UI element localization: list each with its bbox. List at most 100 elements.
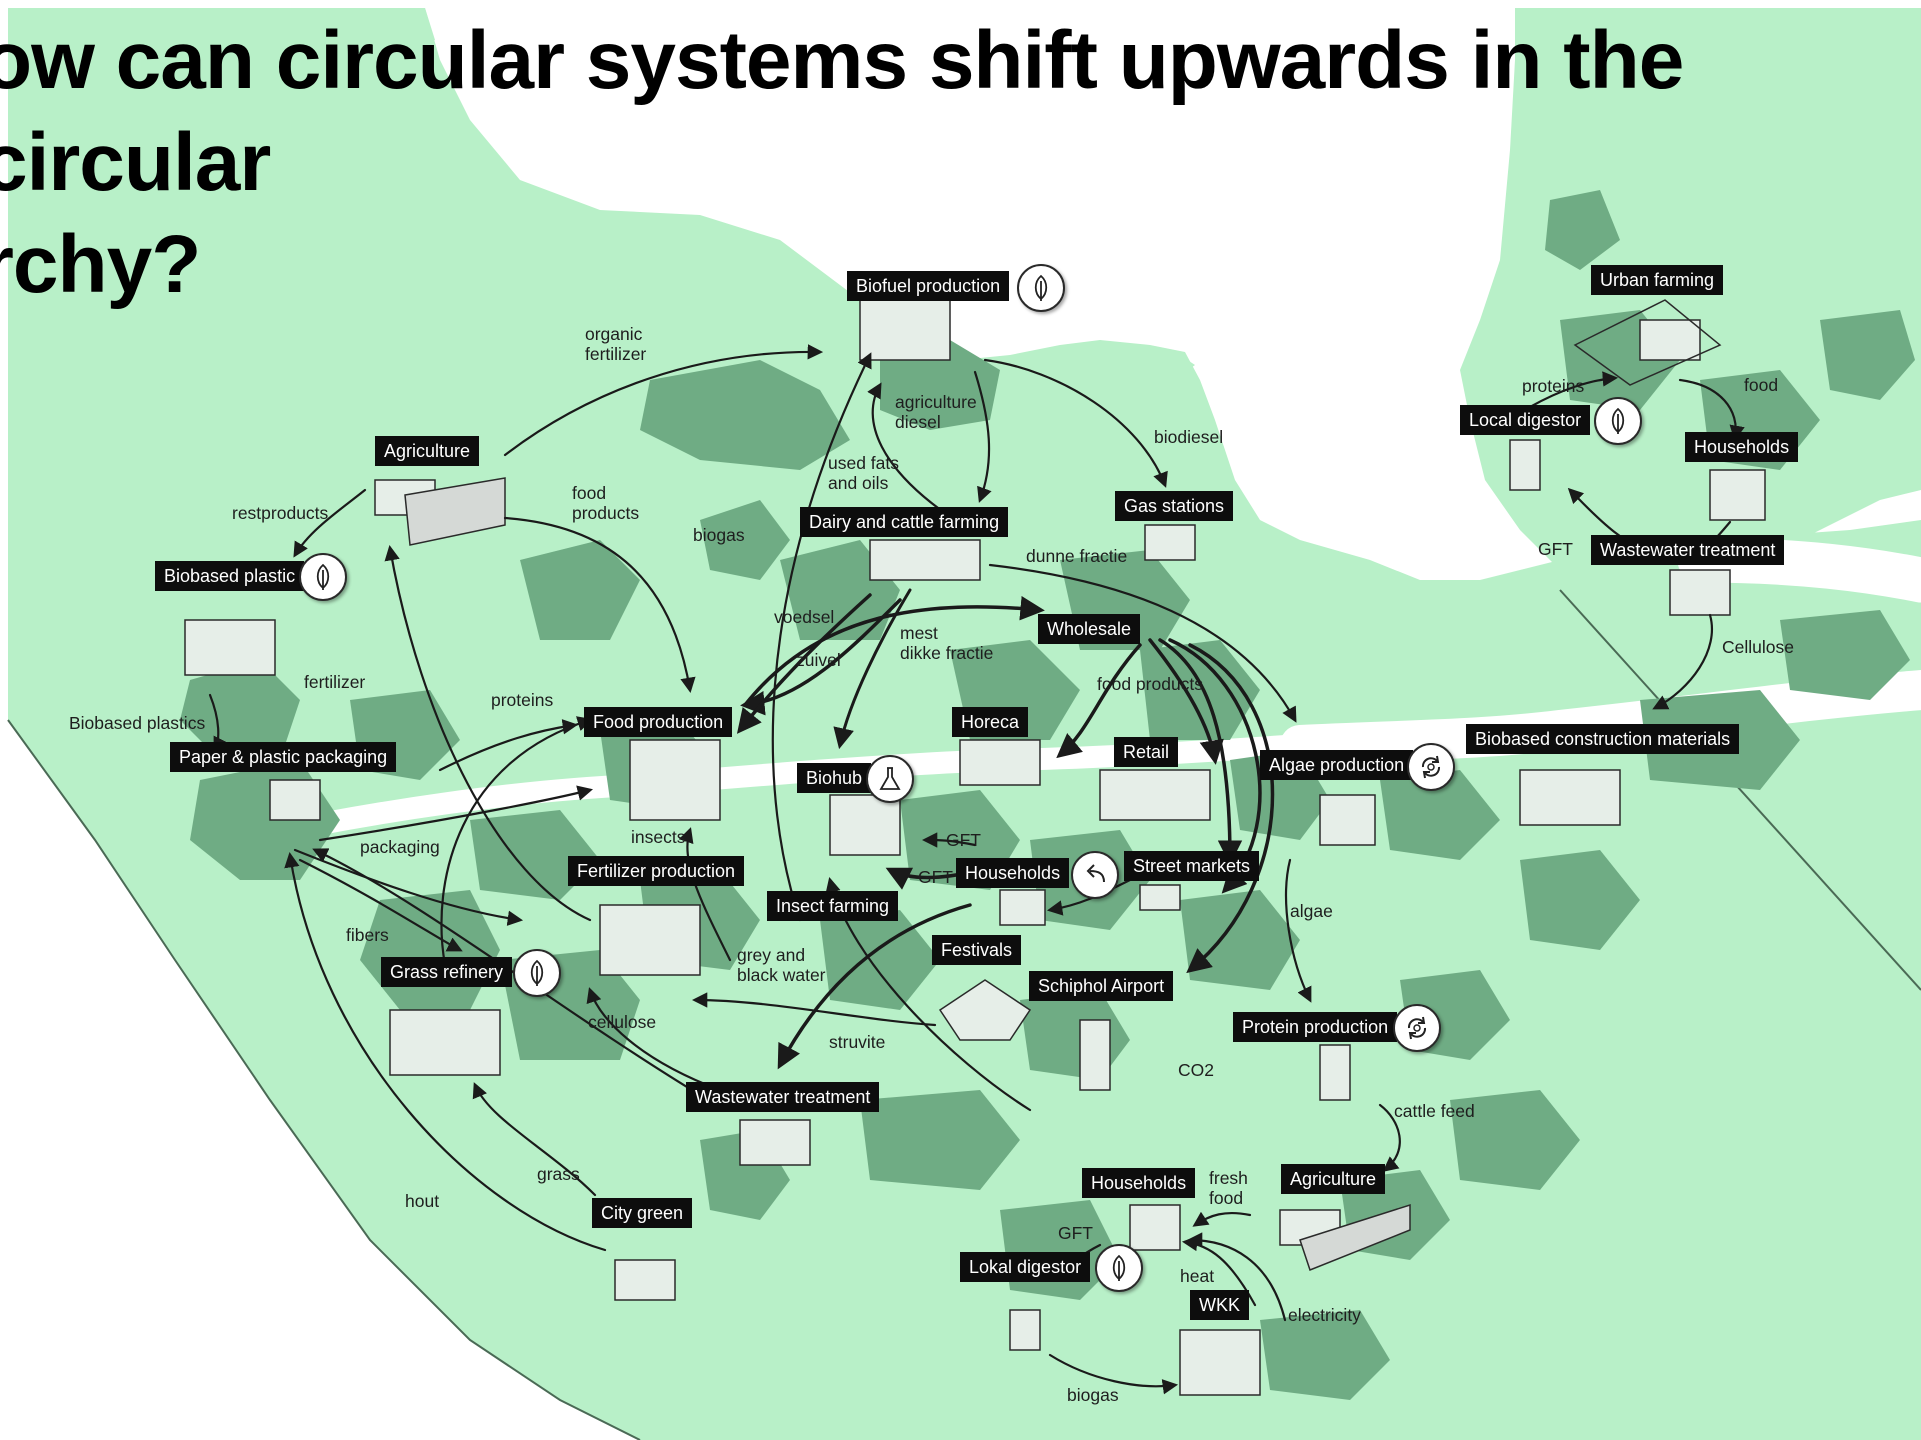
building-street-markets [1139,884,1181,911]
flow-label-co2: CO2 [1178,1060,1214,1080]
node-retail: Retail [1114,737,1179,767]
flow-label-gft-center: GFT [946,830,981,850]
node-biobased-plastic: Biobased plastic [155,561,305,591]
flow-label-proteins-center: proteins [491,690,554,710]
node-households-south: Households [1082,1168,1196,1198]
building-protein [1319,1044,1351,1101]
flow-label-zuivel: zuivel [796,650,841,670]
flow-label-voedsel: voedsel [774,607,835,627]
island-north [385,8,435,48]
flow-label-organic-fertilizer: organic fertilizer [585,324,647,364]
node-schiphol-airport: Schiphol Airport [1029,971,1174,1001]
coastline [7,589,1921,1440]
flow-label-biogas-center: biogas [693,525,745,545]
node-wkk: WKK [1190,1290,1250,1320]
flow-label-restproducts: restproducts [232,503,329,523]
node-households-north: Households [1685,432,1799,462]
flow-label-packaging: packaging [360,837,440,857]
building-biofuel [859,299,951,361]
flow-label-heat: heat [1180,1266,1215,1286]
building-biohub [829,794,901,856]
flow-label-used-fats-oils: used fats and oils [828,453,900,493]
node-city-green: City green [592,1198,693,1228]
building-gas-stations [1144,524,1196,561]
building-households-south [1129,1204,1181,1251]
slide-title: ow can circular systems shift upwards in… [0,15,1684,310]
building-city-green [614,1259,676,1301]
node-food-production: Food production [584,707,733,737]
island-east [1115,350,1195,385]
flow-label-mest-dikke-fractie: mest dikke fractie [900,623,994,663]
building-urban-farming [1639,319,1701,361]
recycle-icon [1393,1004,1441,1052]
building-wastewater-north [1669,569,1731,616]
node-biobased-construction-materials: Biobased construction materials [1466,724,1740,754]
flow-label-grey-black-water: grey and black water [737,945,826,985]
field-agriculture-west [404,477,506,546]
building-fertilizer [599,904,701,976]
node-street-markets: Street markets [1124,851,1260,881]
flow-label-gft-north: GFT [1538,539,1573,559]
building-biobased-plastic [184,619,276,676]
building-algae [1319,794,1376,846]
flow-label-food-products-west: food products [572,483,640,523]
building-schiphol [1079,1019,1111,1091]
leaf-icon [1095,1244,1143,1292]
node-wastewater-treatment-north: Wastewater treatment [1591,535,1785,565]
flow-label-electricity: electricity [1288,1305,1361,1325]
building-packaging [269,779,321,821]
building-horeca [959,739,1041,786]
node-dairy-cattle-farming: Dairy and cattle farming [800,507,1009,537]
building-festivals [938,979,1032,1041]
node-wastewater-treatment-south: Wastewater treatment [686,1082,880,1112]
node-horeca: Horeca [952,707,1029,737]
node-festivals: Festivals [932,935,1022,965]
flow-label-proteins-north: proteins [1522,376,1585,396]
node-grass-refinery: Grass refinery [381,957,513,987]
flow-label-agriculture-diesel: agriculture diesel [895,392,977,432]
node-biofuel-production: Biofuel production [847,271,1010,301]
flow-label-cattle-feed: cattle feed [1394,1101,1475,1121]
building-biobased-construction [1519,769,1621,826]
flow-label-fibers: fibers [346,925,389,945]
flow-label-biobased-plastics: Biobased plastics [69,713,206,733]
facility-glyphs [184,299,1766,1396]
node-paper-plastic-packaging: Paper & plastic packaging [170,742,397,772]
building-households-center [999,889,1046,926]
flow-label-food-north: food [1744,375,1779,395]
node-urban-farming: Urban farming [1591,265,1724,295]
node-households-center: Households [956,858,1070,888]
building-lokal-digestor [1009,1309,1041,1351]
flow-label-cellulose-center: cellulose [588,1012,657,1032]
flow-label-fertilizer: fertilizer [304,672,366,692]
building-local-digestor-north [1509,439,1541,491]
flow-label-dunne-fractie: dunne fractie [1026,546,1128,566]
recycle-icon [1407,743,1455,791]
leaf-icon [513,949,561,997]
leaf-icon [1594,397,1642,445]
node-local-digestor-north: Local digestor [1460,405,1591,435]
flow-arrows [208,344,1745,1395]
flow-label-biodiesel: biodiesel [1154,427,1224,447]
node-protein-production: Protein production [1233,1012,1398,1042]
field-agriculture-south [1299,1203,1411,1271]
building-wastewater-south [739,1119,811,1166]
leaf-icon [299,553,347,601]
building-wkk [1179,1329,1261,1396]
node-wholesale: Wholesale [1038,614,1141,644]
flow-label-cellulose-north: Cellulose [1722,637,1794,657]
flow-label-gft-south: GFT [1058,1223,1093,1243]
building-retail [1099,769,1211,821]
node-agriculture-west: Agriculture [375,436,480,466]
node-insect-farming: Insect farming [767,891,899,921]
flow-label-hout: hout [405,1191,440,1211]
flow-label-grass: grass [537,1164,580,1184]
node-lokal-digestor: Lokal digestor [960,1252,1091,1282]
flow-label-struvite: struvite [829,1032,886,1052]
land-north [1460,8,1921,590]
urban-patches [180,190,1915,1400]
node-fertilizer-production: Fertilizer production [568,856,745,886]
building-grass-refinery [389,1009,501,1076]
building-food-production [629,739,721,821]
